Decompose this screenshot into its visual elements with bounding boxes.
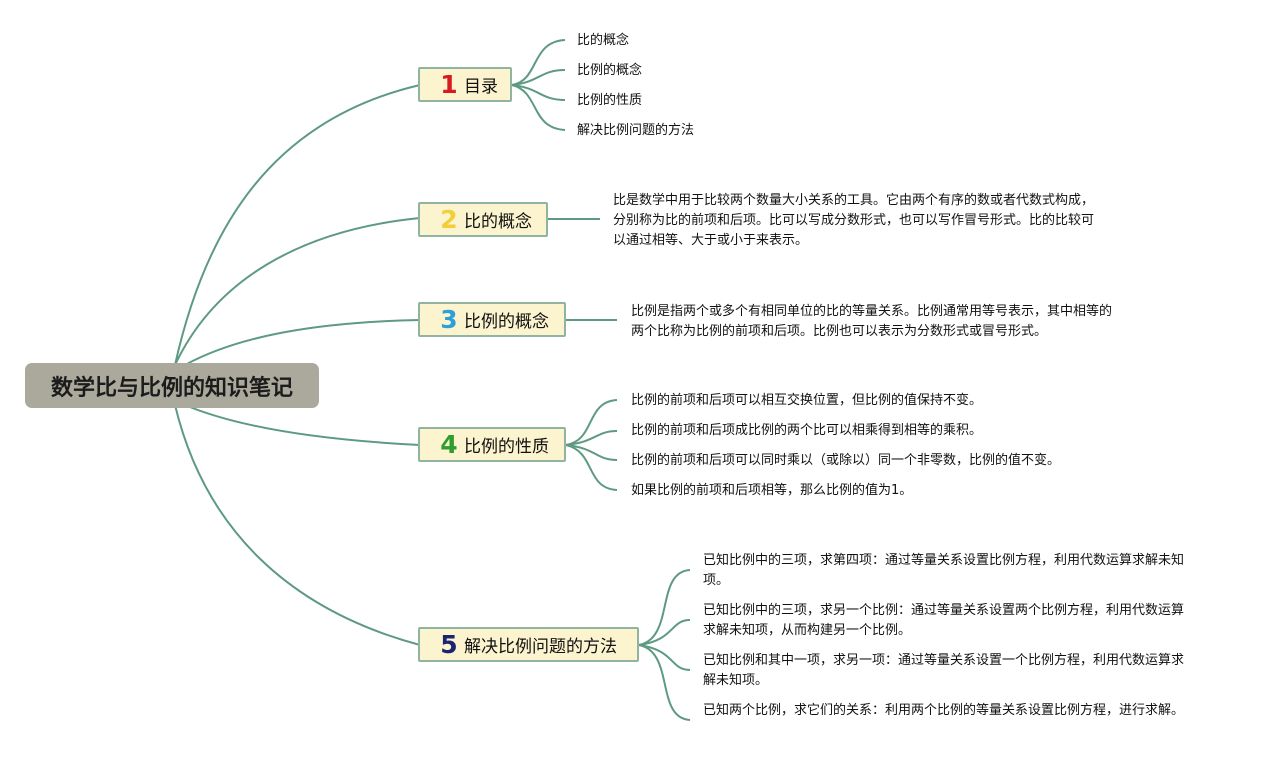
property-item[interactable]: 比例的前项和后项成比例的两个比可以相乘得到相等的乘积。 — [631, 423, 983, 438]
branch-number: 5 — [440, 630, 458, 659]
branch-number: 1 — [440, 70, 458, 99]
toc-item[interactable]: 解决比例问题的方法 — [577, 123, 695, 138]
branch-label: 比的概念 — [464, 212, 532, 232]
property-item[interactable]: 比例的前项和后项可以相互交换位置，但比例的值保持不变。 — [631, 393, 983, 408]
method-item[interactable]: 已知比例中的三项，求另一个比例：通过等量关系设置两个比例方程，利用代数运算求解未… — [703, 603, 1185, 638]
connector-b1-leaf-3 — [511, 84, 566, 101]
connector-b5-leaf-1 — [638, 569, 691, 646]
branch-label: 比例的概念 — [464, 312, 549, 332]
connector-b4-leaf-2 — [565, 430, 618, 446]
method-item[interactable]: 已知比例中的三项，求第四项：通过等量关系设置比例方程，利用代数运算求解未知项。 — [703, 553, 1185, 588]
property-item[interactable]: 比例的前项和后项可以同时乘以（或除以）同一个非零数，比例的值不变。 — [631, 453, 1061, 468]
connector-root-to-branch-3 — [184, 319, 421, 366]
connector-b4-leaf-1 — [565, 399, 618, 446]
connector-root-to-branch-5 — [174, 404, 421, 646]
connector-b1-leaf-2 — [511, 69, 566, 86]
branch-number: 2 — [440, 205, 458, 234]
branch-solving-methods[interactable]: 5 解决比例问题的方法 — [418, 627, 639, 662]
toc-item[interactable]: 比例的性质 — [577, 93, 643, 108]
root-topic[interactable]: 数学比与比例的知识笔记 — [25, 363, 319, 408]
branch-proportion-properties[interactable]: 4 比例的性质 — [418, 427, 566, 462]
connector-b4-leaf-4 — [565, 444, 618, 491]
method-item[interactable]: 已知比例和其中一项，求另一项：通过等量关系设置一个比例方程，利用代数运算求解未知… — [703, 653, 1185, 688]
connector-b5-leaf-4 — [638, 644, 691, 721]
connector-b4-leaf-3 — [565, 444, 618, 461]
branch-number: 4 — [440, 430, 458, 459]
branch-proportion-concept[interactable]: 3 比例的概念 — [418, 302, 566, 337]
connector-b1-leaf-1 — [511, 39, 566, 86]
toc-item[interactable]: 比的概念 — [577, 33, 630, 48]
branch-label: 目录 — [464, 77, 498, 97]
connector-b1-leaf-4 — [511, 84, 566, 131]
connector-root-to-branch-2 — [174, 217, 421, 366]
proportion-concept-text: 比例是指两个或多个有相同单位的比的等量关系。比例通常用等号表示，其中相等的两个比… — [631, 304, 1113, 339]
branch-number: 3 — [440, 305, 458, 334]
toc-item[interactable]: 比例的概念 — [577, 63, 643, 78]
connector-root-to-branch-1 — [174, 84, 421, 366]
ratio-concept-text: 比是数学中用于比较两个数量大小关系的工具。它由两个有序的数或者代数式构成，分别称… — [613, 193, 1095, 248]
connector-b5-leaf-3 — [638, 644, 691, 671]
property-item[interactable]: 如果比例的前项和后项相等，那么比例的值为1。 — [631, 483, 913, 498]
connector-b5-leaf-2 — [638, 619, 691, 646]
branch-ratio-concept[interactable]: 2 比的概念 — [418, 202, 548, 237]
branch-toc[interactable]: 1 目录 — [418, 67, 512, 102]
connector-root-to-branch-4 — [184, 404, 421, 446]
branch-label: 解决比例问题的方法 — [464, 637, 617, 657]
root-title: 数学比与比例的知识笔记 — [50, 375, 293, 401]
method-item[interactable]: 已知两个比例，求它们的关系：利用两个比例的等量关系设置比例方程，进行求解。 — [703, 703, 1185, 718]
branch-label: 比例的性质 — [464, 437, 549, 457]
